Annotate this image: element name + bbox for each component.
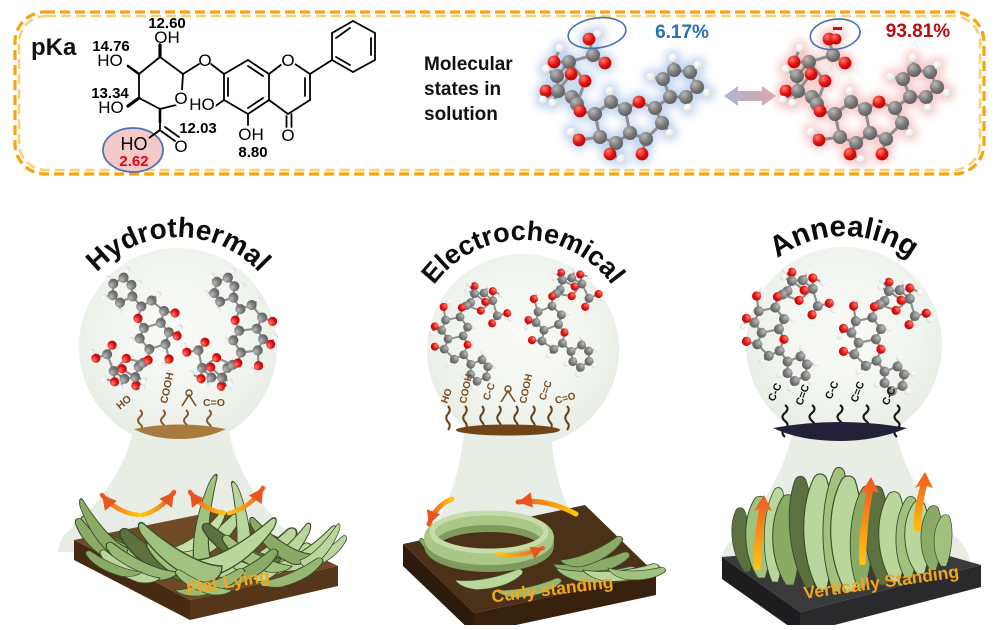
svg-text:O: O xyxy=(174,89,187,108)
svg-text:O: O xyxy=(174,137,187,156)
svg-text:pKa: pKa xyxy=(31,34,77,61)
svg-text:8.80: 8.80 xyxy=(238,144,267,161)
svg-text:O: O xyxy=(198,51,211,70)
svg-text:HO: HO xyxy=(439,387,455,405)
svg-text:Molecular: Molecular xyxy=(424,54,513,75)
svg-text:C=O: C=O xyxy=(554,391,577,407)
svg-text:C=O: C=O xyxy=(203,397,225,409)
svg-text:HO: HO xyxy=(189,95,215,114)
svg-text:O: O xyxy=(281,126,294,145)
svg-text:OH: OH xyxy=(238,125,264,144)
svg-text:12.03: 12.03 xyxy=(179,120,217,137)
svg-text:O: O xyxy=(281,51,294,70)
svg-text:HO: HO xyxy=(97,51,123,70)
svg-text:2.62: 2.62 xyxy=(119,153,148,170)
svg-text:13.34: 13.34 xyxy=(91,85,129,102)
svg-text:HO: HO xyxy=(121,134,148,154)
svg-text:states in: states in xyxy=(424,79,501,100)
svg-text:93.81%: 93.81% xyxy=(886,21,951,42)
svg-text:HO: HO xyxy=(98,98,124,117)
svg-text:12.60: 12.60 xyxy=(148,15,186,32)
svg-text:solution: solution xyxy=(424,104,498,125)
svg-text:OH: OH xyxy=(154,28,180,47)
svg-text:6.17%: 6.17% xyxy=(655,22,709,43)
svg-text:14.76: 14.76 xyxy=(92,38,130,55)
